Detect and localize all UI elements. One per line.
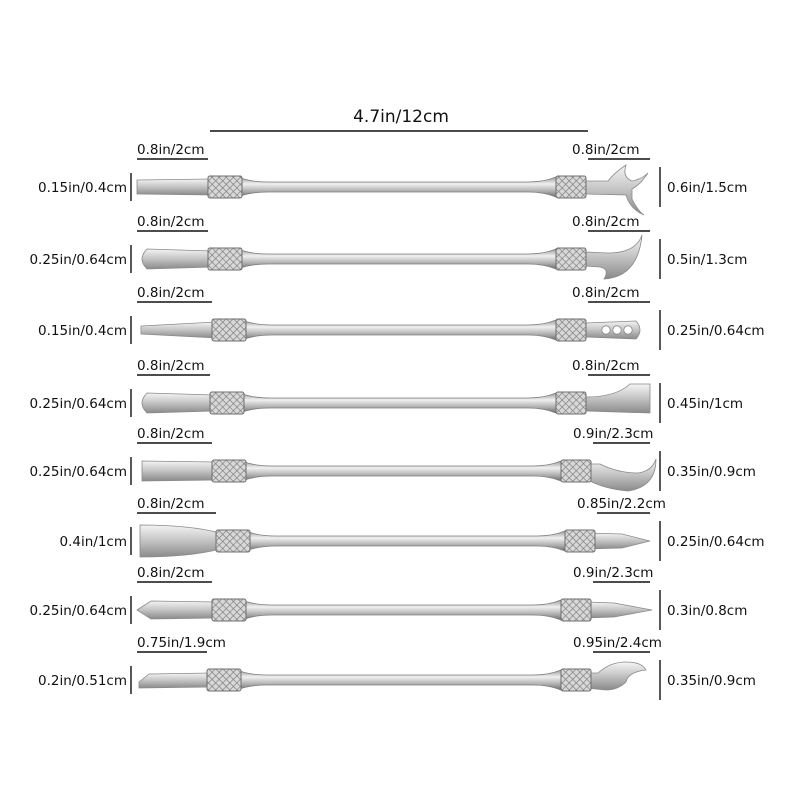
left-width-label: 0.15in/0.4cm (38, 180, 127, 196)
right-width-label: 0.3in/0.8cm (667, 603, 747, 619)
right-tip-length-label: 0.8in/2cm (572, 285, 640, 301)
left-tip-length-label: 0.8in/2cm (137, 496, 205, 512)
left-width-label: 0.25in/0.64cm (29, 396, 127, 412)
right-blade (585, 383, 651, 414)
left-width-label: 0.25in/0.64cm (29, 603, 127, 619)
right-knurled-grip (555, 391, 587, 415)
right-knurled-grip (555, 247, 587, 271)
left-tip-length-label: 0.8in/2cm (137, 214, 205, 230)
right-tip-length-label: 0.8in/2cm (572, 142, 640, 158)
right-knurled-grip (560, 598, 592, 622)
tool-row: 0.8in/2cm 0.9in/2.3cm 0.25in/0.64cm 0.3in/0… (29, 565, 747, 630)
left-knurled-grip (209, 391, 245, 415)
left-knurled-grip (206, 668, 242, 692)
left-tip-length-label: 0.8in/2cm (137, 285, 205, 301)
tool-row: 0.8in/2cm 0.8in/2cm 0.25in/0.64cm 0.5in/1.3… (29, 214, 747, 280)
right-width-label: 0.35in/0.9cm (667, 673, 756, 689)
tool-shaft (245, 530, 566, 552)
left-knurled-grip (211, 459, 247, 483)
right-tip-length-label: 0.8in/2cm (572, 214, 640, 230)
right-width-label: 0.5in/1.3cm (667, 252, 747, 268)
right-width-label: 0.6in/1.5cm (667, 180, 747, 196)
left-knurled-grip (215, 529, 251, 553)
left-width-label: 0.4in/1cm (60, 534, 128, 550)
right-knurled-grip (564, 529, 596, 553)
tool-shaft (241, 319, 557, 341)
right-tip-length-label: 0.8in/2cm (572, 358, 640, 374)
left-knurled-grip (211, 598, 247, 622)
left-blade (138, 672, 212, 689)
tool-shaft (237, 248, 557, 270)
blade-hole (601, 325, 611, 335)
left-tip-length-label: 0.8in/2cm (137, 426, 205, 442)
right-blade (585, 601, 653, 619)
overall-length-label: 4.7in/12cm (353, 107, 449, 127)
left-knurled-grip (207, 175, 243, 199)
left-tip-length-label: 0.8in/2cm (137, 565, 205, 581)
right-width-label: 0.25in/0.64cm (667, 534, 765, 550)
right-tip-length-label: 0.9in/2.3cm (573, 565, 653, 581)
tool-row: 0.8in/2cm 0.9in/2.3cm 0.25in/0.64cm 0.35in/… (29, 426, 756, 492)
right-knurled-grip (555, 318, 587, 342)
right-width-label: 0.35in/0.9cm (667, 464, 756, 480)
right-tip-length-label: 0.85in/2.2cm (577, 496, 666, 512)
tool-shaft (241, 460, 562, 482)
left-blade (141, 248, 213, 270)
left-blade (140, 321, 217, 339)
tool-shaft (236, 669, 562, 691)
right-blade (585, 458, 657, 492)
right-knurled-grip (560, 459, 592, 483)
tool-row: 0.8in/2cm 0.8in/2cm 0.25in/0.64cm 0.45in/1c… (29, 358, 743, 423)
left-tip-length-label: 0.75in/1.9cm (137, 635, 226, 651)
right-tip-length-label: 0.95in/2.4cm (573, 635, 662, 651)
left-blade (141, 392, 215, 414)
tool-row: 0.8in/2cm 0.8in/2cm 0.15in/0.4cm 0.25in/0.6… (38, 285, 765, 350)
left-blade (141, 460, 217, 482)
right-width-label: 0.25in/0.64cm (667, 323, 765, 339)
tool-shaft (241, 599, 562, 621)
left-knurled-grip (207, 247, 243, 271)
right-blade (585, 234, 643, 280)
tool-row: 0.8in/2cm 0.8in/2cm 0.15in/0.4cm 0.6in/1.5c… (38, 142, 747, 216)
tools-layer: 0.8in/2cm 0.8in/2cm 0.15in/0.4cm 0.6in/1.5c… (29, 142, 765, 700)
left-tip-length-label: 0.8in/2cm (137, 142, 205, 158)
tool-shaft (239, 392, 557, 414)
blade-hole (612, 325, 622, 335)
left-width-label: 0.25in/0.64cm (29, 464, 127, 480)
right-width-label: 0.45in/1cm (667, 396, 743, 412)
right-tip-length-label: 0.9in/2.3cm (573, 426, 653, 442)
left-width-label: 0.2in/0.51cm (38, 673, 127, 689)
tool-shaft (237, 176, 557, 198)
left-width-label: 0.15in/0.4cm (38, 323, 127, 339)
right-knurled-grip (555, 175, 587, 199)
left-width-label: 0.25in/0.64cm (29, 252, 127, 268)
left-blade (139, 524, 221, 558)
tool-row: 0.75in/1.9cm 0.95in/2.4cm 0.2in/0.51cm 0.35… (38, 635, 756, 700)
left-blade (136, 600, 217, 620)
right-blade (585, 661, 647, 691)
left-tip-length-label: 0.8in/2cm (137, 358, 205, 374)
blade-hole (623, 325, 633, 335)
right-knurled-grip (560, 668, 592, 692)
tool-row: 0.8in/2cm 0.85in/2.2cm 0.4in/1cm 0.25in/0.6… (60, 496, 765, 561)
left-knurled-grip (211, 318, 247, 342)
left-blade (136, 178, 213, 196)
right-blade (585, 164, 649, 216)
right-blade (585, 532, 651, 550)
